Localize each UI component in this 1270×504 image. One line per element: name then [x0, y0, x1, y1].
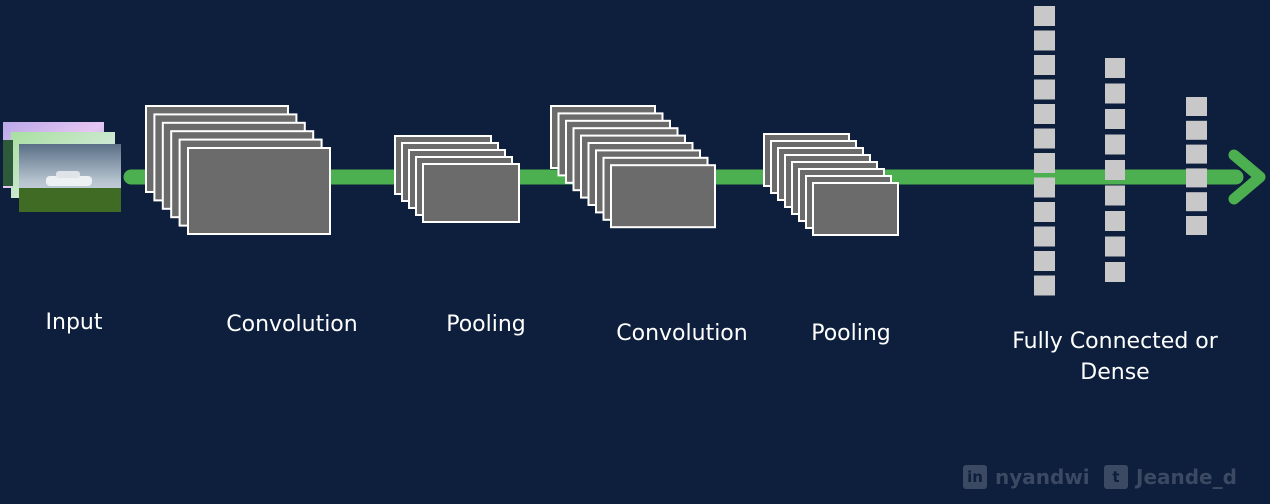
- dense-layer-1-unit-5: [1034, 104, 1055, 124]
- input-image-edge: [3, 140, 13, 186]
- dense-layer-1-unit-4: [1034, 79, 1055, 100]
- label-convolution-1: Convolution: [226, 312, 358, 337]
- twitter-handle: Jeande_d: [1136, 465, 1237, 489]
- dense-layer-3-unit-2: [1186, 120, 1207, 140]
- input-image-car: [46, 176, 92, 186]
- dense-layer-2-unit-1: [1105, 58, 1125, 78]
- dense-layer-1-unit-8: [1034, 177, 1055, 198]
- dense-layer-1-unit-2: [1034, 30, 1055, 51]
- linkedin-watermark: in nyandwi: [963, 463, 1090, 491]
- dense-layer-2-unit-4: [1105, 134, 1125, 155]
- label-convolution-2: Convolution: [616, 321, 748, 346]
- conv1-feature-map-6: [187, 147, 331, 235]
- dense-layer-2-unit-5: [1105, 160, 1125, 180]
- dense-layer-3-unit-4: [1186, 168, 1207, 188]
- dense-layer-1-unit-7: [1034, 153, 1055, 173]
- label-dense-line2: Dense: [1080, 360, 1150, 385]
- linkedin-handle: nyandwi: [995, 465, 1090, 489]
- dense-layer-1-unit-3: [1034, 55, 1055, 75]
- flow-arrow-head: [1228, 149, 1266, 205]
- dense-layer-1-unit-12: [1034, 275, 1055, 296]
- dense-layer-1-unit-9: [1034, 202, 1055, 222]
- dense-layer-2-unit-2: [1105, 83, 1125, 104]
- input-image-car-roof: [56, 171, 80, 178]
- label-input: Input: [45, 310, 103, 335]
- dense-layer-2-unit-9: [1105, 262, 1125, 282]
- dense-layer-3-unit-6: [1186, 216, 1207, 235]
- dense-layer-1-unit-10: [1034, 226, 1055, 247]
- dense-layer-2-unit-6: [1105, 185, 1125, 206]
- dense-layer-3-unit-3: [1186, 144, 1207, 164]
- linkedin-icon: in: [963, 465, 987, 489]
- label-dense-line1: Fully Connected or: [1012, 329, 1218, 354]
- label-pooling-1: Pooling: [446, 312, 526, 337]
- input-image-grass: [19, 188, 121, 212]
- dense-layer-2-unit-7: [1105, 211, 1125, 231]
- dense-layer-1-unit-1: [1034, 6, 1055, 26]
- twitter-watermark: t Jeande_d: [1104, 463, 1237, 491]
- dense-layer-3-unit-1: [1186, 97, 1207, 116]
- dense-layer-1-unit-6: [1034, 128, 1055, 149]
- conv2-feature-map-9: [610, 164, 716, 229]
- dense-layer-3-unit-5: [1186, 192, 1207, 212]
- pool2-feature-map-8: [812, 182, 899, 236]
- dense-layer-1-unit-11: [1034, 251, 1055, 271]
- twitter-icon: t: [1104, 465, 1128, 489]
- label-pooling-2: Pooling: [811, 321, 891, 346]
- pool1-feature-map-5: [422, 163, 520, 223]
- dense-layer-2-unit-3: [1105, 109, 1125, 129]
- dense-layer-2-unit-8: [1105, 236, 1125, 257]
